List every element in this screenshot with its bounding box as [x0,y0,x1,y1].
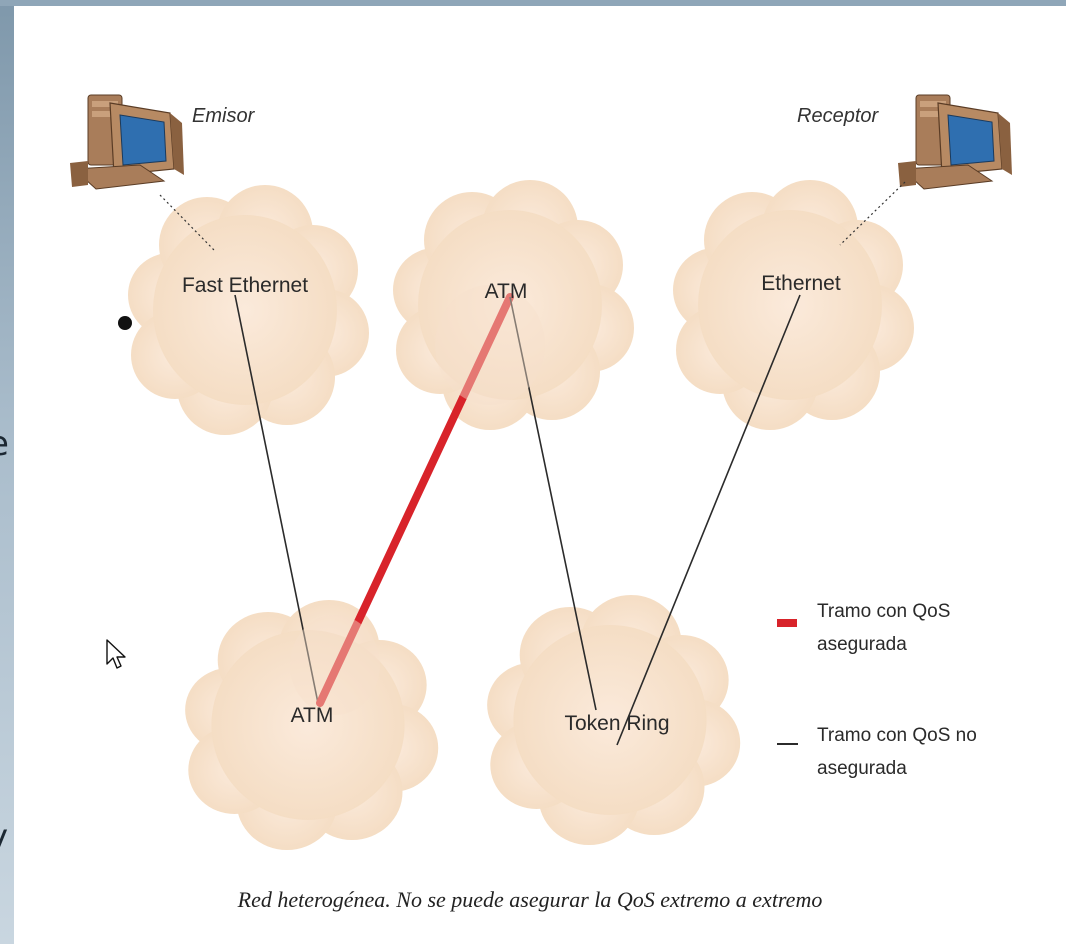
label-receptor: Receptor [797,105,879,127]
label-emisor: Emisor [192,105,256,127]
label-token-ring: Token Ring [564,712,669,735]
receiver-computer-icon [897,94,1013,190]
link-atm-tokenring [509,296,597,711]
receiver-access-link [839,181,906,246]
mouse-cursor-icon [106,639,126,669]
underlying-text-fragment: e [0,424,14,464]
link-tokenring-ethernet [616,294,801,746]
legend-qos-not-assured-line2: asegurada [817,758,907,779]
diagram-caption: Red heterogénea. No se puede asegurar la… [237,887,823,912]
sender-computer-icon [69,94,185,190]
legend-qos-assured-line2: asegurada [817,634,907,655]
legend-qos-assured-line1: Tramo con QoS [817,601,950,622]
cloud-ethernet [673,180,914,430]
label-fast-ethernet: Fast Ethernet [182,274,308,297]
label-atm-top: ATM [485,280,528,303]
bullet-marker [118,316,132,330]
slide-frame-top [0,0,1066,6]
legend-qos-not-assured-line1: Tramo con QoS no [817,725,977,746]
label-atm-bottom: ATM [291,704,334,727]
link-fastethernet-atm [234,294,319,704]
link-atm-atm-qos [316,293,514,707]
label-ethernet: Ethernet [761,272,841,295]
legend: Tramo con QoS asegurada Tramo con QoS no… [777,601,977,779]
cloud-fast-ethernet [128,185,369,435]
underlying-text-fragment: y [0,817,14,857]
legend-qos-assured-swatch [777,619,797,627]
